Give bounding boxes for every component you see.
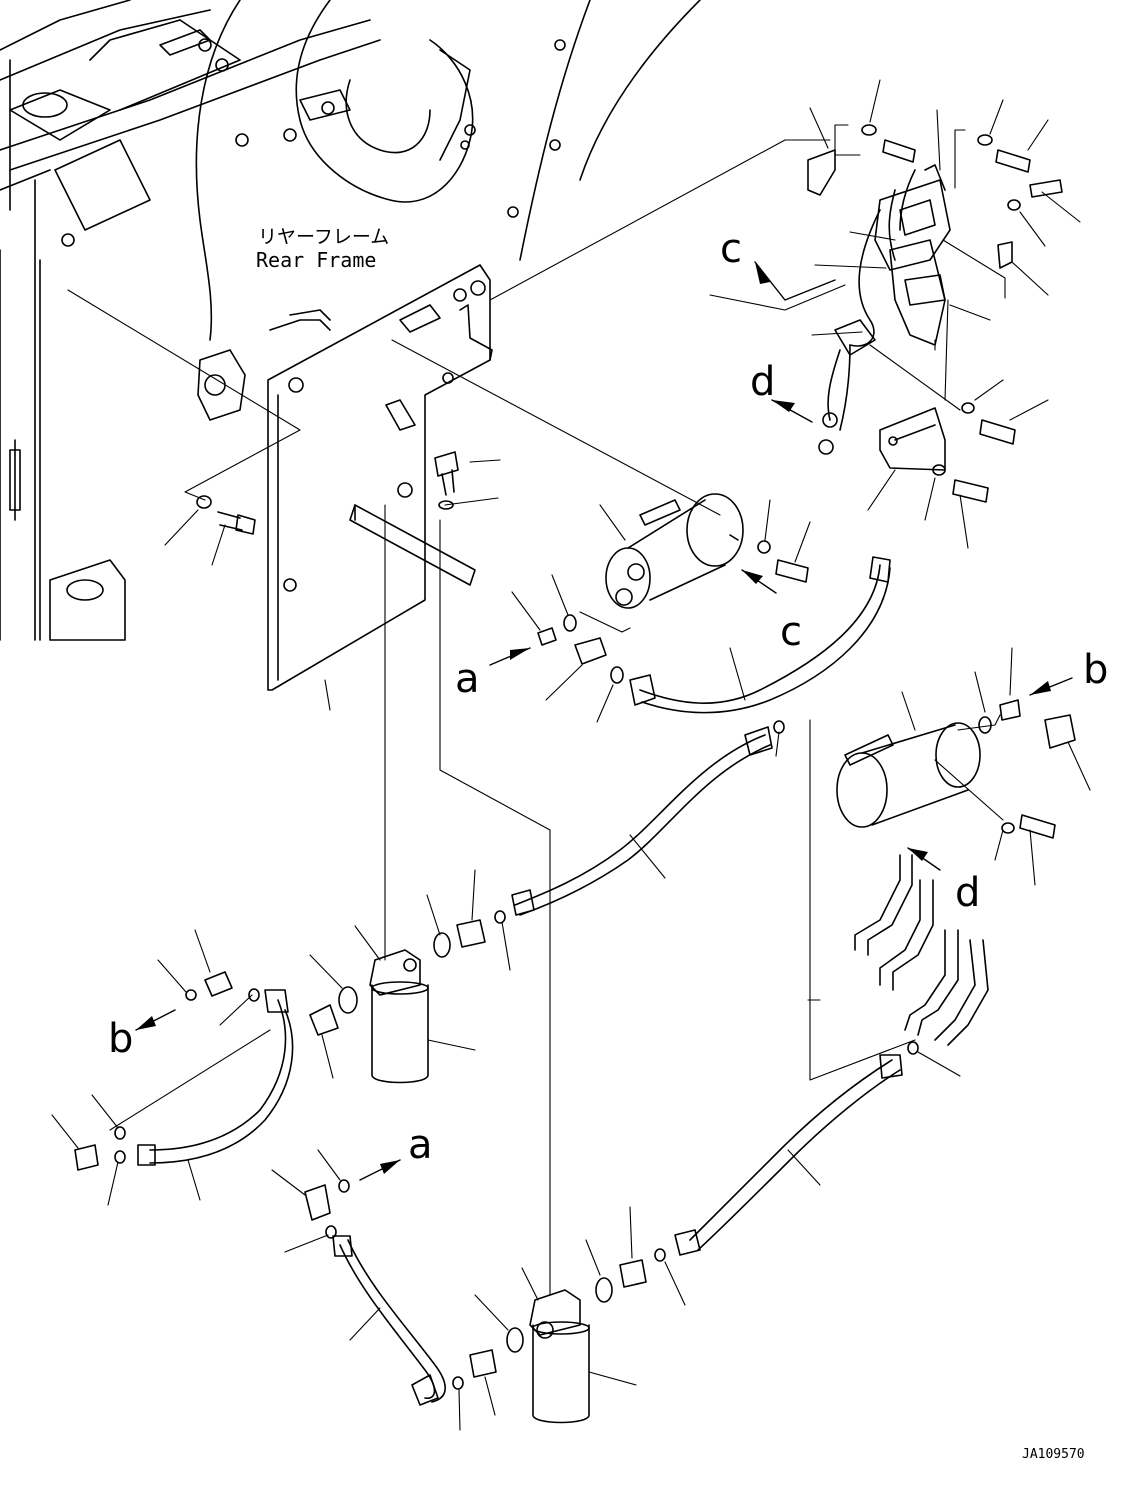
right-motor [836,699,1076,839]
metal-tubes [854,854,989,1046]
reference-arrows [135,261,1073,1181]
plate-bolt [434,451,459,510]
callout-a-left: a [455,656,480,702]
callout-b-left: b [108,1016,133,1062]
callout-d-top: d [750,359,775,405]
relay-bolts [861,124,1063,503]
upper-motor [605,493,744,609]
upper-motor-fittings [537,540,809,684]
callout-b-right: b [1083,647,1108,693]
callout-c-top: c [720,226,742,272]
mounting-plate [267,264,493,691]
harness-assembly [807,149,951,471]
leader-lines [51,79,1091,1431]
rear-frame [0,0,701,641]
left-bolt [196,495,256,535]
callout-c-motor: c [780,609,802,655]
drawing-number: JA109570 [1022,1447,1085,1462]
fittings [74,720,919,1390]
filter-lower [529,1289,590,1424]
callout-a-lower: a [408,1122,433,1168]
frame-label-en: Rear Frame [256,248,376,272]
filter-upper [369,949,429,1084]
hoses [137,556,903,1406]
callout-d-motor: d [955,870,980,916]
arrow-heads [136,262,1051,1174]
frame-label-jp: リヤーフレーム [258,226,389,248]
